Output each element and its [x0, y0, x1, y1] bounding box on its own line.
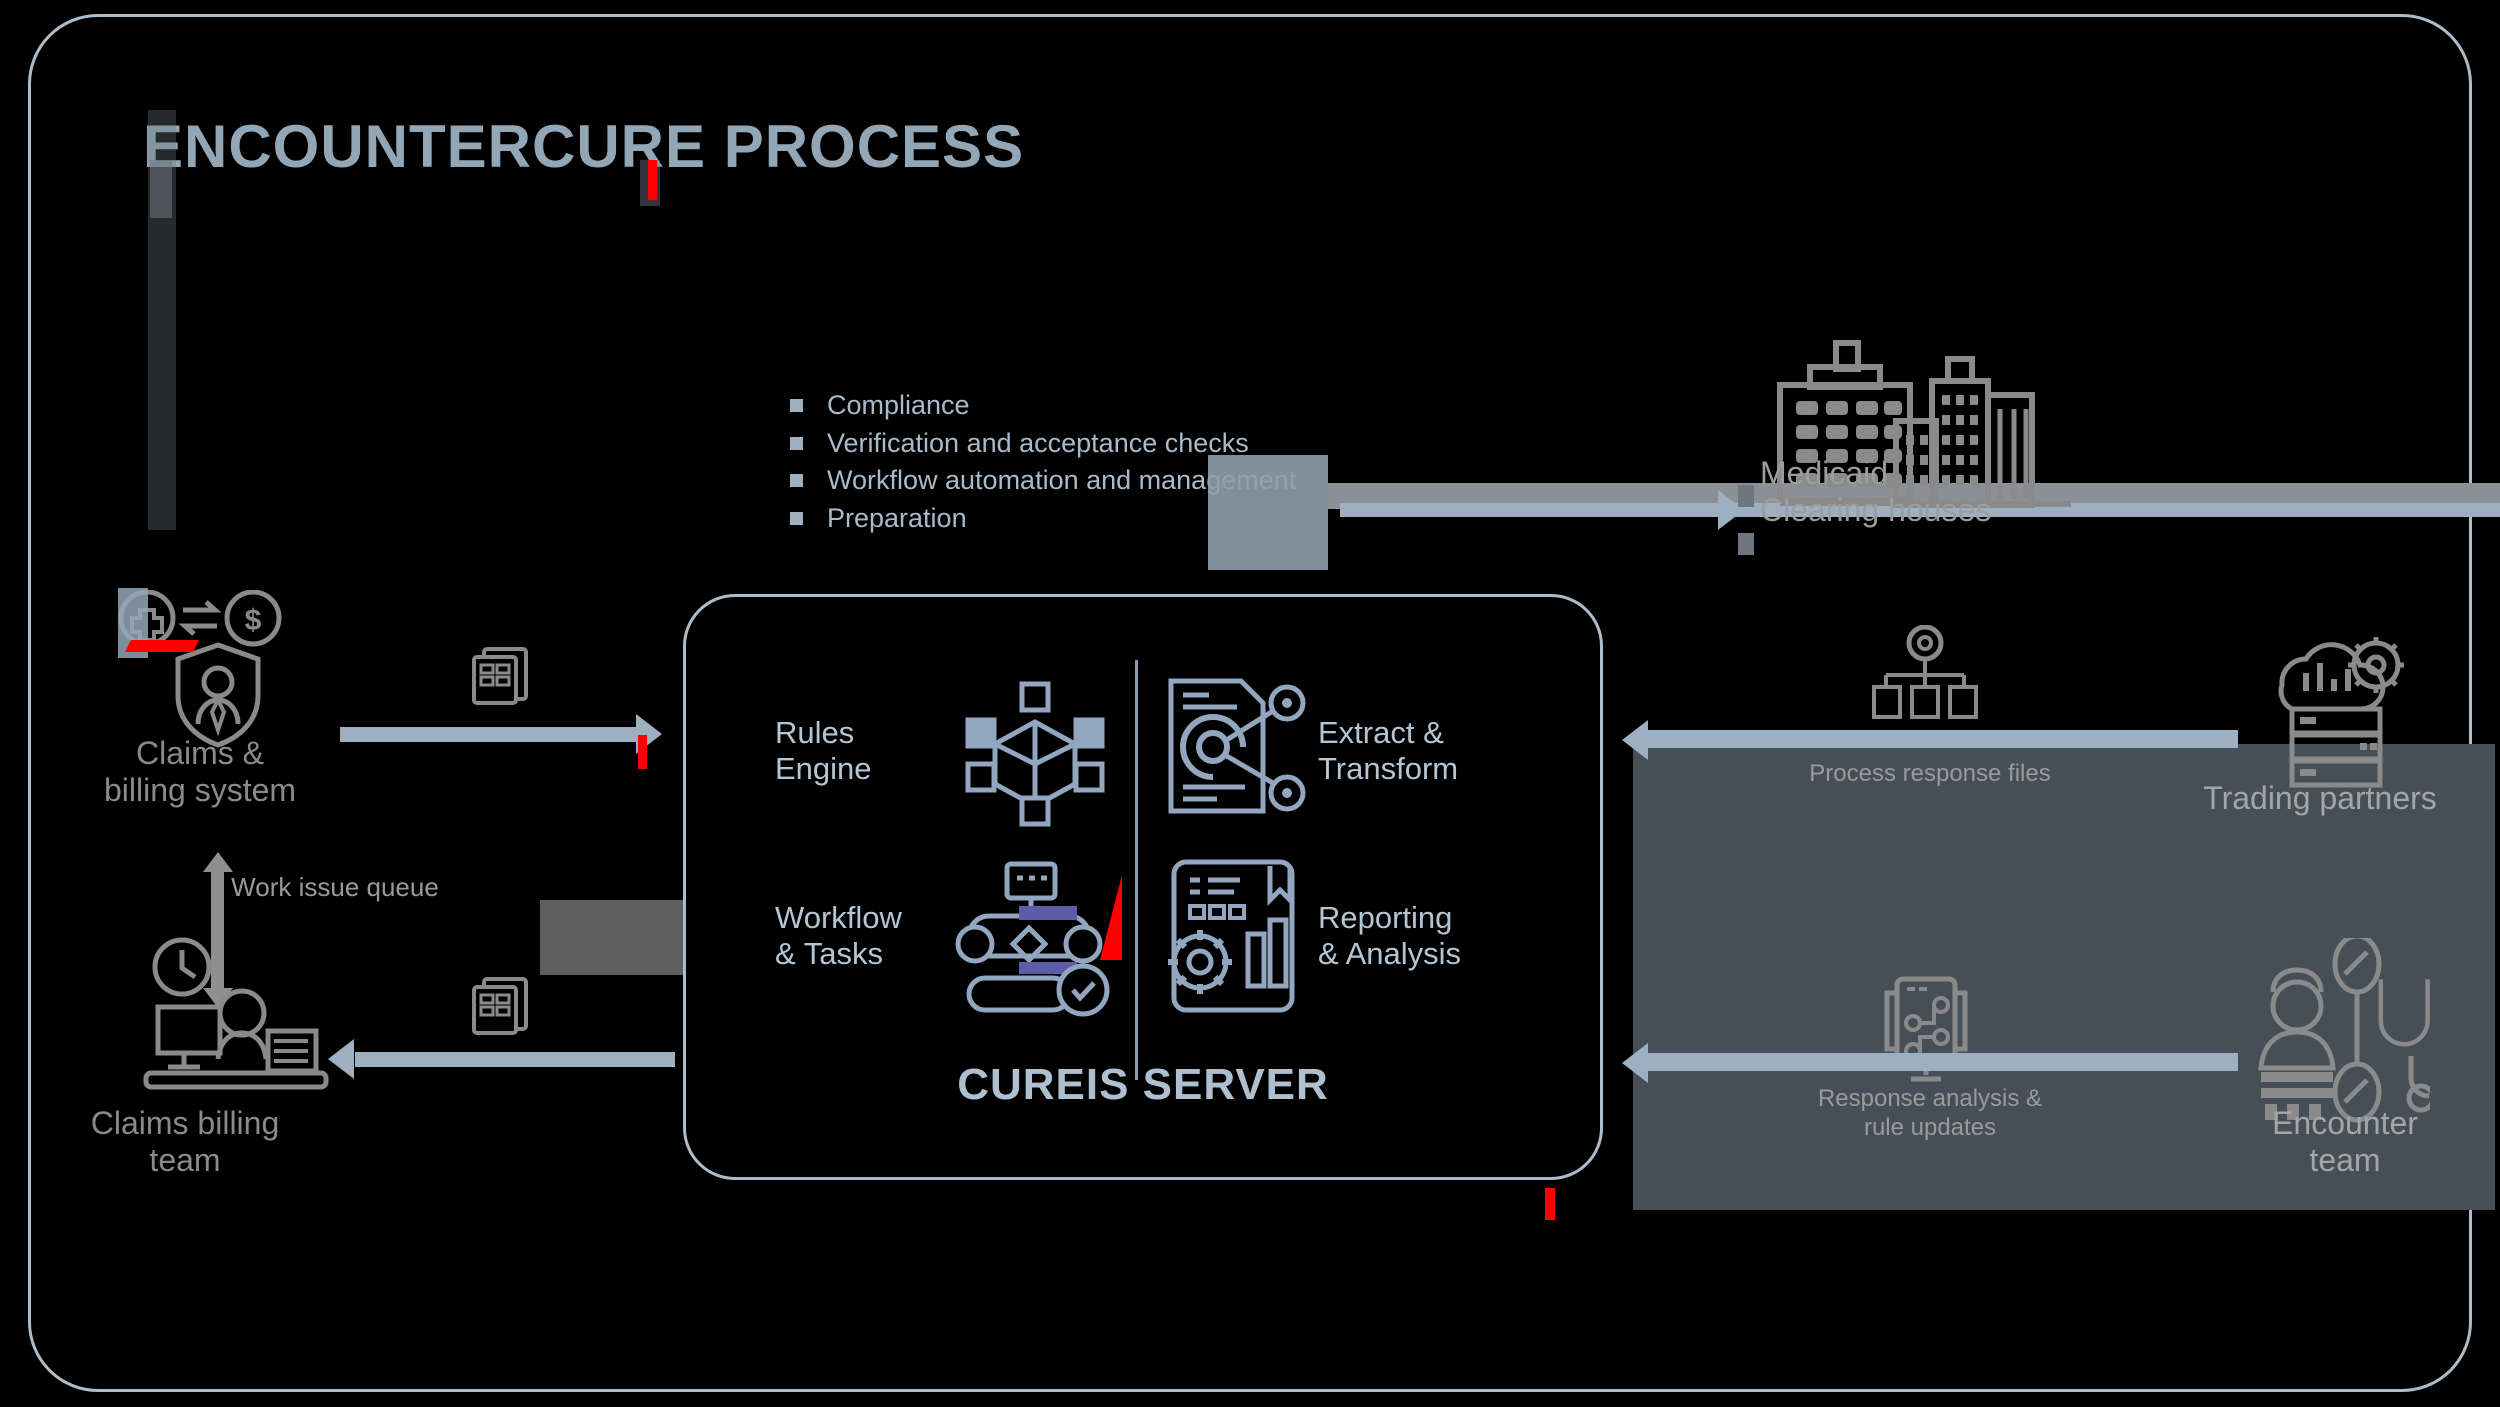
desk-agent-clock-icon — [140, 935, 340, 1100]
feature-line2: Engine — [775, 750, 872, 786]
clinician-stethoscope-icon — [2235, 933, 2436, 1153]
workflow-tasks-icon — [955, 860, 1125, 1025]
node-label-line2: Clearing houses — [1760, 492, 1992, 529]
page-title: ENCOUNTERCURE PROCESS — [143, 113, 1025, 180]
node-trading-partners: Trading partners — [2150, 780, 2490, 817]
node-label-line1: Claims & — [135, 735, 264, 771]
bullet-text: Verification and acceptance checks — [827, 427, 1249, 458]
server-red-accent — [1545, 1188, 1555, 1220]
flow-label-response-analysis: Response analysis & rule updates — [1760, 1085, 2100, 1143]
network-nodes-icon — [960, 680, 1110, 835]
feature-line1: Reporting — [1318, 900, 1453, 935]
report-chart-gear-icon — [1152, 858, 1317, 1023]
arrow-head-process-response — [1622, 720, 1648, 760]
arrow-red-accent-1 — [638, 735, 647, 769]
node-label-line1: Trading partners — [2203, 780, 2437, 816]
bullet-square-icon — [790, 436, 803, 450]
arrow-process-response-shaft — [1648, 730, 2238, 748]
flow-label-line1: Response analysis & — [1817, 1085, 2043, 1112]
node-label-line2: billing system — [103, 772, 297, 809]
feature-line1: Workflow — [775, 900, 902, 935]
arrow-cap-1 — [1738, 485, 1754, 507]
bullet-square-icon — [790, 474, 803, 488]
bullet-decor-block — [1208, 455, 1328, 570]
title-vertical-band — [148, 110, 176, 530]
arrow-head-server-to-team — [328, 1039, 354, 1079]
right-background-panel — [1633, 744, 2495, 1210]
document-extract-icon — [1163, 675, 1318, 830]
feature-line1: Rules — [775, 715, 855, 750]
node-claims-billing-team: Claims billing team — [20, 1105, 350, 1179]
work-issue-queue-arrow-down — [203, 988, 233, 1008]
feature-line1: Extract & — [1318, 715, 1444, 750]
feature-label-rules-engine: Rules Engine — [775, 715, 872, 787]
bullet-text: Compliance — [827, 390, 970, 420]
flow-label-process-response-files: Process response files — [1809, 760, 2051, 787]
server-cloud-icon — [2248, 625, 2413, 800]
node-label-line2: team — [149, 1142, 221, 1179]
feature-label-workflow-tasks: Workflow & Tasks — [775, 900, 902, 972]
node-label-line1: Encounter — [2272, 1105, 2418, 1141]
arrow-server-to-team-shaft — [355, 1052, 675, 1067]
cureis-server-box — [683, 594, 1603, 1180]
server-title: CUREIS SERVER — [957, 1060, 1329, 1109]
node-encounter-team: Encounter team — [2180, 1105, 2500, 1179]
work-issue-queue-arrow-up — [203, 852, 233, 872]
process-tree-icon — [1870, 624, 1980, 740]
node-claims-billing-system: Claims & billing system — [50, 735, 350, 809]
arrow-head-response-analysis — [1622, 1043, 1648, 1083]
node-label-line1: Medicaid — [1760, 455, 1889, 491]
feature-label-reporting-analysis: Reporting & Analysis — [1318, 900, 1461, 972]
list-item: Preparation — [790, 501, 1296, 537]
work-issue-queue-line — [211, 870, 224, 990]
documents-icon-upper — [470, 645, 532, 712]
node-medicaid-clearing-houses: Medicaid Clearing houses — [1760, 455, 2120, 529]
shield-person-icon — [172, 640, 264, 755]
workflow-monitor-icon — [1875, 975, 1990, 1095]
flow-label-work-issue-queue: Work issue queue — [231, 872, 439, 902]
documents-icon-lower — [470, 975, 532, 1042]
node-label-line2: team — [2309, 1142, 2381, 1179]
server-box-divider — [1135, 660, 1138, 1080]
bullet-square-icon — [790, 511, 803, 525]
buildings-icon — [1770, 325, 2100, 560]
node-label-line1: Claims billing — [90, 1105, 280, 1141]
claims-red-accent — [125, 640, 199, 652]
list-item: Compliance — [790, 388, 1296, 424]
svg-text:$: $ — [245, 604, 262, 637]
arrow-to-medicaid-shaft — [1340, 503, 2500, 517]
title-artifact-1 — [150, 160, 172, 218]
feature-label-extract-transform: Extract & Transform — [1318, 715, 1458, 787]
flow-label-line2: rule updates — [1863, 1113, 1997, 1141]
list-item: Verification and acceptance checks — [790, 426, 1296, 462]
feature-line2: & Tasks — [775, 935, 883, 971]
title-red-mark — [648, 160, 657, 200]
feature-line2: & Analysis — [1318, 935, 1462, 971]
bullet-square-icon — [790, 399, 803, 412]
arrow-system-to-server-shaft — [340, 727, 640, 742]
feature-line2: Transform — [1318, 750, 1459, 786]
arrow-cap-2 — [1738, 533, 1754, 555]
arrow-response-analysis-shaft — [1648, 1053, 2238, 1071]
bullet-text: Preparation — [827, 502, 967, 533]
